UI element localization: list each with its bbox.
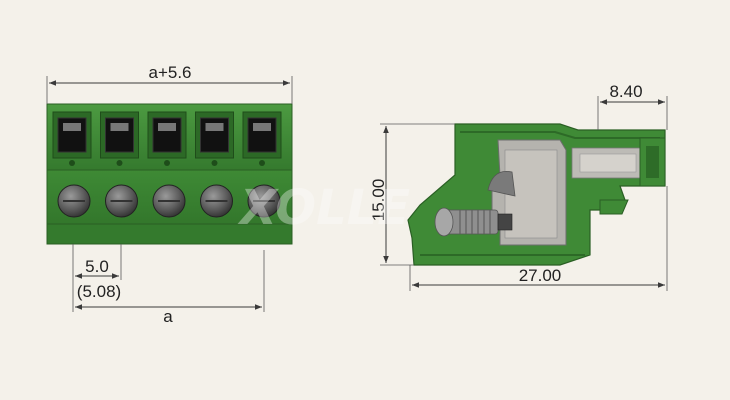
front-dimensions: a+5.6 5.0 (5.08) a xyxy=(46,63,293,326)
dim-overall-width: a+5.6 xyxy=(148,63,191,82)
clamp-contact xyxy=(253,123,271,131)
wire-opening xyxy=(105,117,134,153)
clamp-contact xyxy=(63,123,81,131)
terminal-pole xyxy=(100,111,139,218)
clamp-contact xyxy=(205,123,224,131)
index-dot xyxy=(69,160,75,166)
front-view xyxy=(46,103,293,245)
dim-span: a xyxy=(163,307,173,326)
watermark: XOLLE xyxy=(237,180,410,236)
index-dot xyxy=(259,160,265,166)
dim-pitch: 5.0 xyxy=(85,257,109,276)
clamp-contact xyxy=(158,123,176,131)
side-view xyxy=(407,123,666,266)
index-dot xyxy=(116,160,123,166)
index-dot xyxy=(211,160,218,166)
terminal-pole xyxy=(147,111,187,218)
side-dimensions: 15.00 27.00 8.40 xyxy=(369,82,668,291)
wire-opening xyxy=(57,117,87,153)
dim-height: 15.00 xyxy=(369,179,388,222)
dim-pitch-alt: (5.08) xyxy=(77,282,121,301)
terminal-pole xyxy=(195,111,234,218)
wire-opening xyxy=(247,117,277,153)
pole-group xyxy=(52,111,282,218)
dim-depth: 27.00 xyxy=(519,266,562,285)
terminal-pole xyxy=(242,111,282,218)
clamp-contact xyxy=(110,123,129,131)
index-dot xyxy=(164,160,170,166)
dim-socket: 8.40 xyxy=(609,82,642,101)
terminal-pole xyxy=(52,111,92,218)
